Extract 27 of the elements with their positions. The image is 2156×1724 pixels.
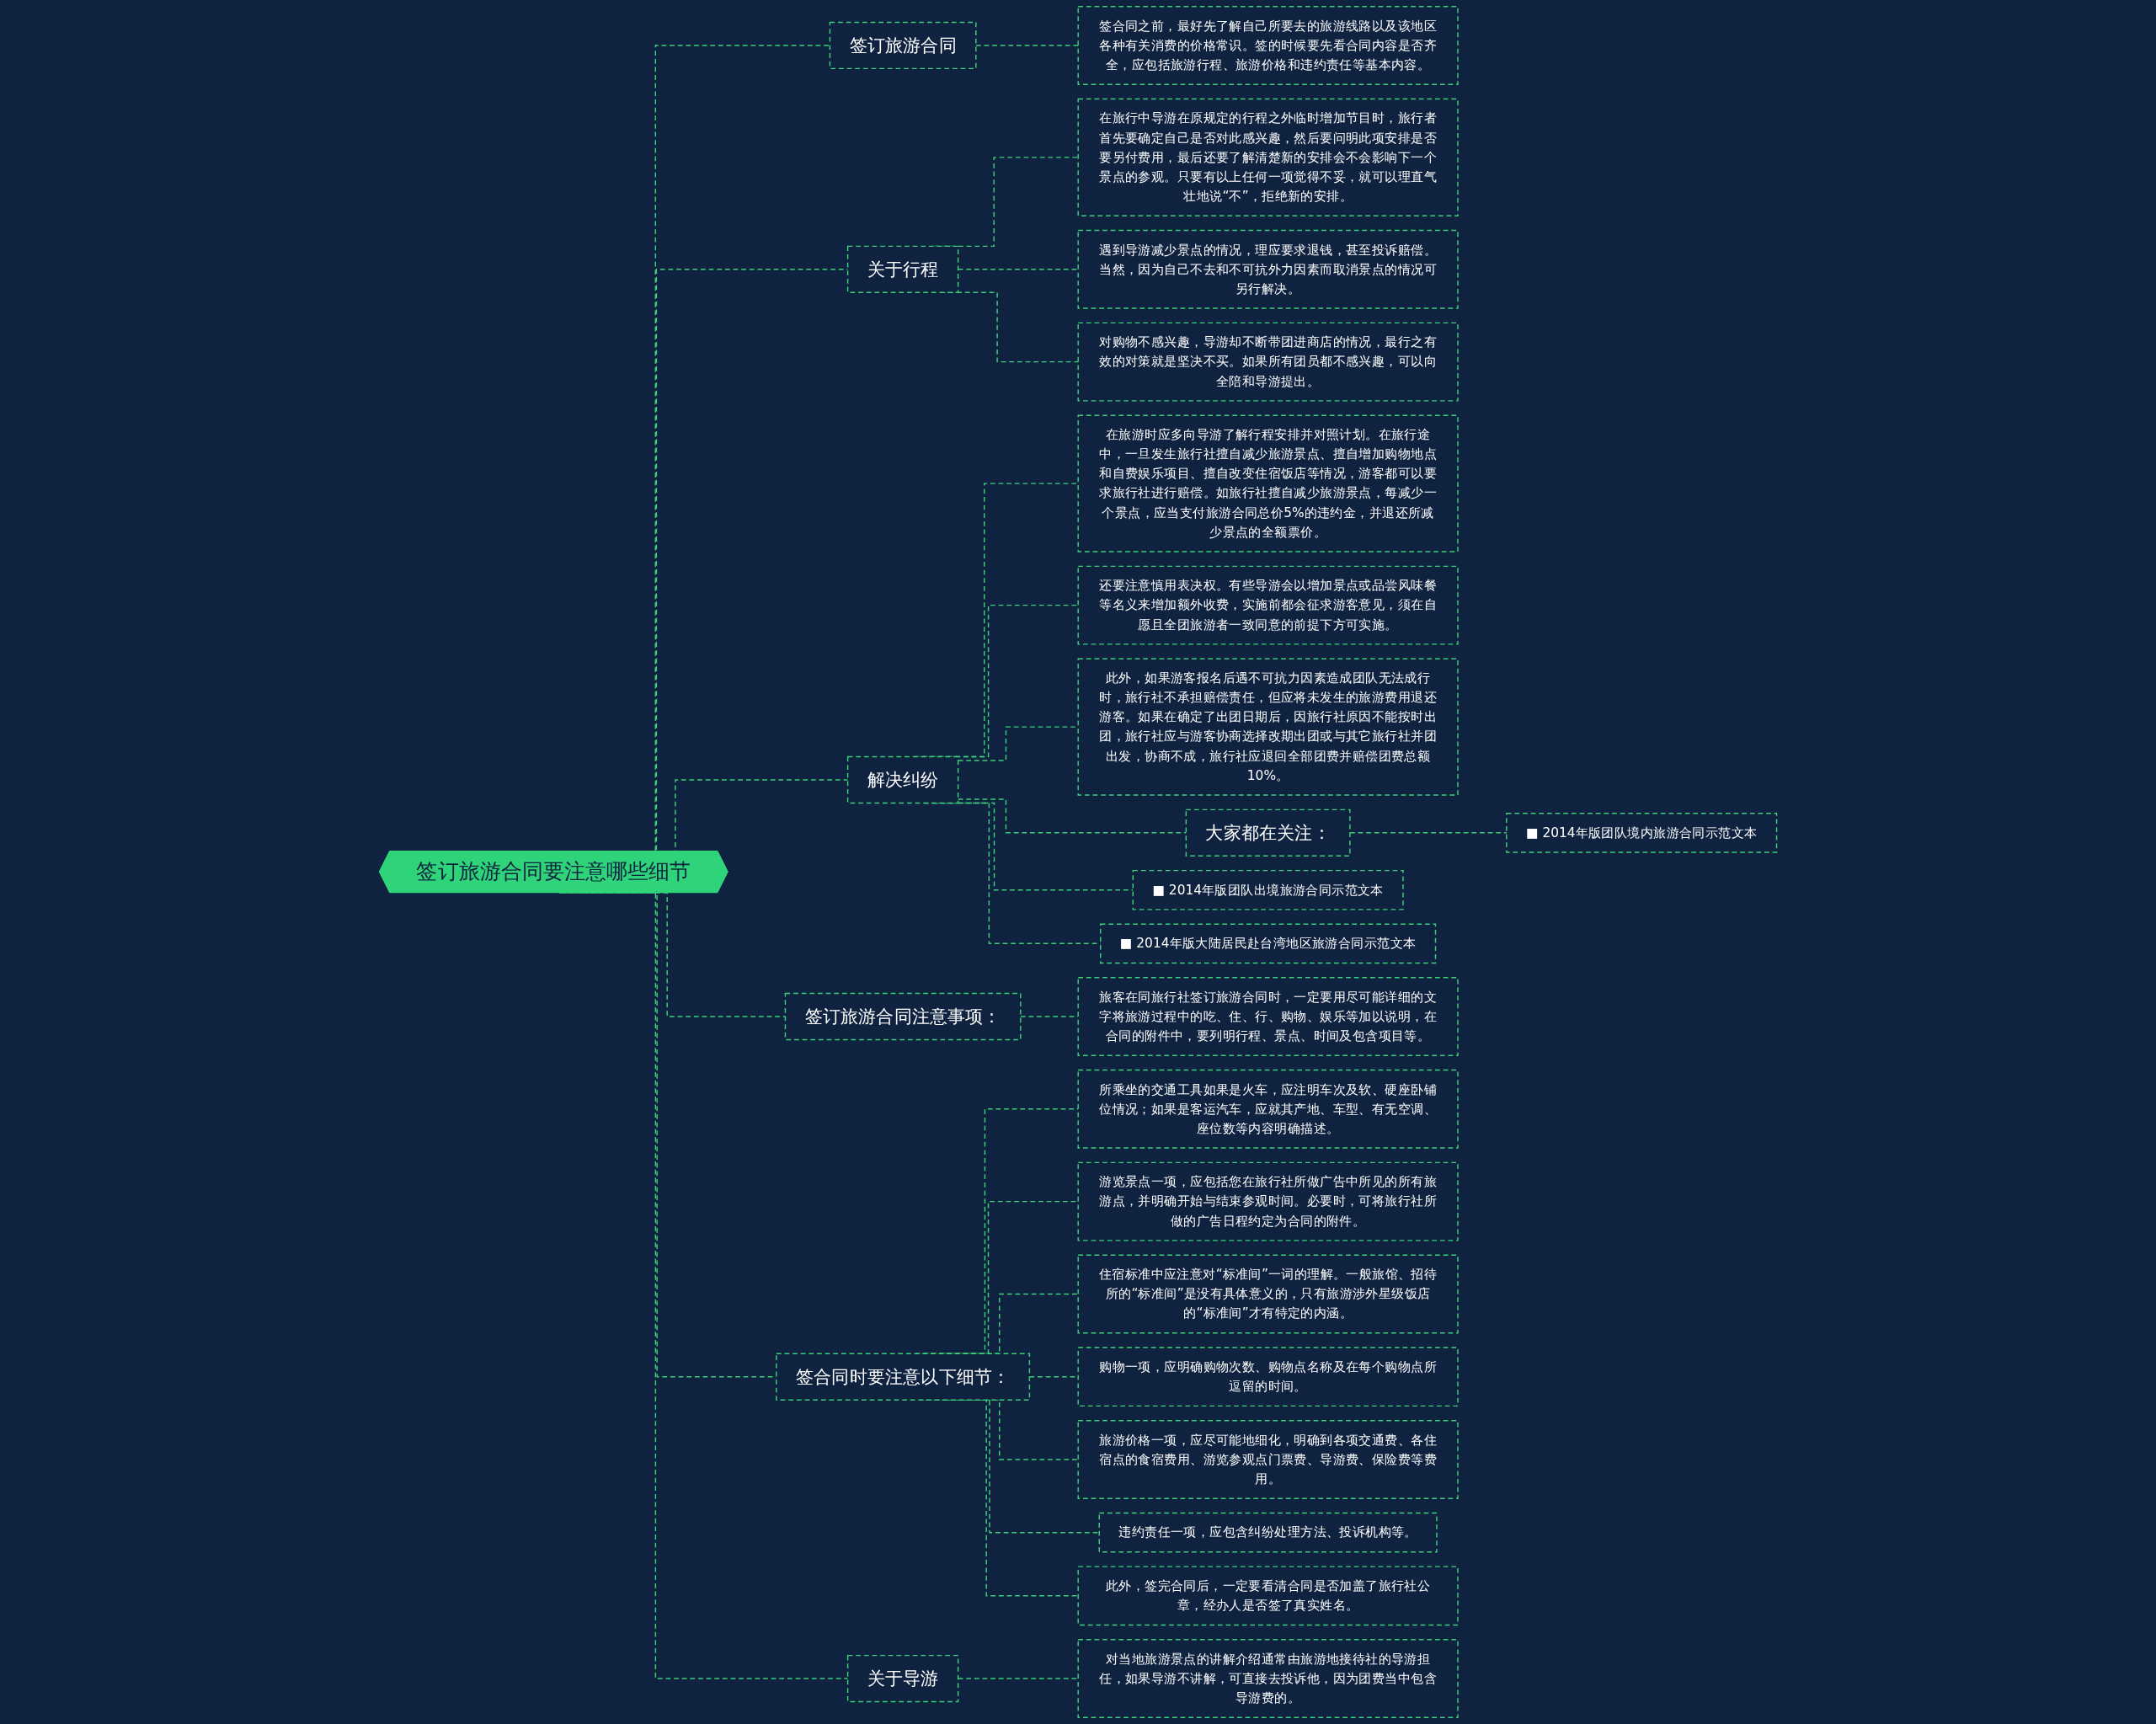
node-box: 遇到导游减少景点的情况，理应要求退钱，甚至投诉赔偿。当然，因为自己不去和不可抗外力因素而取消景点的情况可另行解决。	[1077, 229, 1459, 309]
node-box: 住宿标准中应注意对“标准间”一词的理解。一般旅馆、招待所的“标准间”是没有具体意义的，只有旅游涉外星级饭店的“标准间”才有特定的内涵。	[1077, 1254, 1459, 1334]
node-box: 大家都在关注：	[1185, 809, 1351, 857]
node-box: 购物一项，应明确购物次数、购物点名称及在每个购物点所逗留的时间。	[1077, 1347, 1459, 1407]
node-box: 游览景点一项，应包括您在旅行社所做广告中所见的所有旅游点，并明确开始与结束参观时间。必要时，可将旅行社所做的广告日程约定为合同的附件。	[1077, 1161, 1459, 1241]
node-box: 在旅游时应多向导游了解行程安排并对照计划。在旅行途中，一旦发生旅行社擅自减少旅游景点、擅自增加购物地点和自费娱乐项目、擅自改变住宿饭店等情况，游客都可以要求旅行社进行赔偿。如旅行社擅自减少旅游景点，每减少一个景点，应当支付旅游合同总价5%的违约金，并退还所减少景点的全额票价。	[1077, 414, 1459, 552]
node-box: ■ 2014年版团队出境旅游合同示范文本	[1132, 869, 1404, 910]
node-box: 解决纠纷	[846, 755, 959, 804]
node-box: 旅客在同旅行社签订旅游合同时，一定要用尽可能详细的文字将旅游过程中的吃、住、行、购物、娱乐等加以说明，在合同的附件中，要列明行程、景点、时间及包含项目等。	[1077, 977, 1459, 1056]
node-box: 签订旅游合同注意事项：	[784, 992, 1022, 1041]
node-box: 此外，如果游客报名后遇不可抗力因素造成团队无法成行时，旅行社不承担赔偿责任，但应将未发生的旅游费用退还游客。如果在确定了出团日期后，因旅行社原因不能按时出团，旅行社应与游客协商选择改期出团或与其它旅行社并团出发，协商不成，旅行社应退回全部团费并赔偿团费总额10%。	[1077, 658, 1459, 796]
node-box: ■ 2014年版团队境内旅游合同示范文本	[1506, 813, 1778, 853]
node-box: 关于行程	[846, 245, 959, 293]
node-box: 对购物不感兴趣，导游却不断带团进商店的情况，最行之有效的对策就是坚决不买。如果所有团员都不感兴趣，可以向全陪和导游提出。	[1077, 322, 1459, 402]
node-box: ■ 2014年版大陆居民赴台湾地区旅游合同示范文本	[1100, 923, 1437, 964]
node-box: 还要注意慎用表决权。有些导游会以增加景点或品尝风味餐等名义来增加额外收费，实施前都会征求游客意见，须在自愿且全团旅游者一致同意的前提下方可实施。	[1077, 565, 1459, 645]
node-box: 关于导游	[846, 1654, 959, 1703]
node-box: 所乘坐的交通工具如果是火车，应注明车次及软、硬座卧铺位情况；如果是客运汽车，应就其产地、车型、有无空调、座位数等内容明确描述。	[1077, 1069, 1459, 1149]
connector	[975, 45, 1079, 46]
node-box: 旅游价格一项，应尽可能地细化，明确到各项交通费、各住宿点的食宿费用、游览参观点门票费、导游费、保险费等费用。	[1077, 1420, 1459, 1499]
node-box: 此外，签完合同后，一定要看清合同是否加盖了旅行社公章，经办人是否签了真实姓名。	[1077, 1566, 1459, 1626]
node-box: 签订旅游合同	[829, 21, 977, 70]
node-box: 违约责任一项，应包含纠纷处理方法、投诉机构等。	[1098, 1512, 1438, 1553]
node-box: 签合同之前，最好先了解自己所要去的旅游线路以及该地区各种有关消费的价格常识。签的时候要先看合同内容是否齐全，应包括旅游行程、旅游价格和违约责任等基本内容。	[1077, 6, 1459, 85]
node-box: 对当地旅游景点的讲解介绍通常由旅游地接待社的导游担任，如果导游不讲解，可直接去投诉他，因为团费当中包含导游费的。	[1077, 1639, 1459, 1718]
node-box: 在旅行中导游在原规定的行程之外临时增加节目时，旅行者首先要确定自己是否对此感兴趣，然后要问明此项安排是否要另付费用，最后还要了解清楚新的安排会不会影响下一个景点的参观。只要有以上任何一项觉得不妥，就可以理直气壮地说“不”，拒绝新的安排。	[1077, 98, 1459, 216]
node-box: 签合同时要注意以下细节：	[776, 1353, 1031, 1401]
